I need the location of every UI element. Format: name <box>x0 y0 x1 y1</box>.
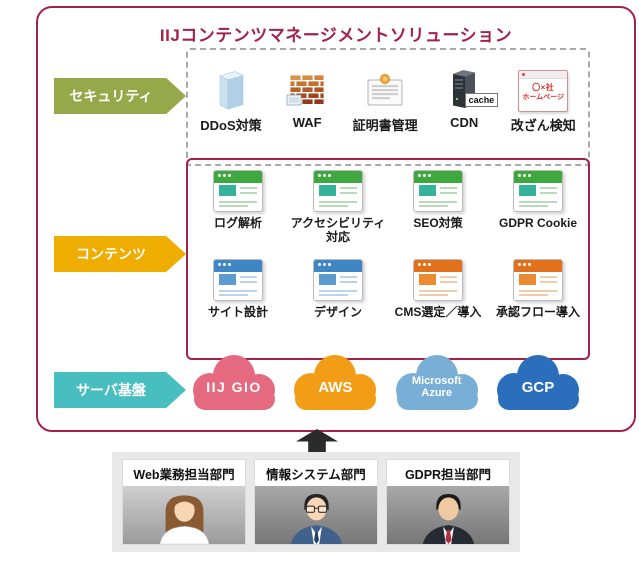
cloud-microsoft-azure: Microsoft Azure <box>389 350 485 414</box>
browser-title-bar <box>519 71 568 79</box>
security-item-cdn: cache CDN <box>442 62 499 130</box>
tampered-page-icon: 〇×社 ホームページ <box>518 62 569 112</box>
browser-window-icon <box>313 258 363 301</box>
security-row-banner: セキュリティ <box>54 78 186 114</box>
waf-brick-wall-icon <box>286 62 328 112</box>
cloud-icon <box>294 355 377 410</box>
contents-row-2: サイト設計 デザイン CMS選定／導入 <box>188 258 588 319</box>
cloud-aws: AWS <box>287 350 383 414</box>
contents-row-1: ログ解析 アクセシビリティ対応 SEO対策 <box>188 170 588 245</box>
browser-window-icon <box>413 258 463 301</box>
browser-window-icon <box>513 258 563 301</box>
cloud-gcp: GCP <box>490 350 586 414</box>
browser-title-bar <box>514 259 562 272</box>
department-card-it: 情報システム部門 <box>255 460 377 544</box>
cloud-label: IIJ GIO <box>206 379 262 396</box>
waf-brick-wall-icon-svg <box>286 74 325 106</box>
contents-item-gdpr-cookie: GDPR Cookie <box>490 170 586 245</box>
department-label: GDPR担当部門 <box>404 468 492 482</box>
security-item-waf: WAF <box>286 62 328 130</box>
cloud-icon <box>496 355 579 410</box>
browser-title-bar <box>314 171 362 183</box>
man-glasses-avatar-svg <box>290 494 342 544</box>
diagram-title: IIJコンテンツマネージメントソリューション <box>159 26 513 45</box>
security-item-label: DDoS対策 <box>200 118 262 133</box>
man-suit-avatar-svg <box>422 494 474 544</box>
certificate-icon <box>363 62 407 112</box>
contents-item-label: ログ解析 <box>213 216 262 230</box>
contents-item-log-analysis: ログ解析 <box>190 170 286 245</box>
departments-box: Web業務担当部門 情報システム部門 <box>112 452 520 552</box>
cloud-iij-gio: IIJ GIO <box>186 350 282 414</box>
woman-avatar-svg <box>159 495 209 544</box>
contents-item-design: デザイン <box>290 258 386 319</box>
server-row-banner: サーバ基盤 <box>54 372 186 408</box>
contents-item-label: CMS選定／導入 <box>394 304 482 319</box>
browser-title-bar <box>214 171 262 183</box>
certificate-icon-svg <box>367 74 403 106</box>
contents-item-site-design: サイト設計 <box>190 258 286 319</box>
browser-title-bar <box>314 259 362 272</box>
cloud-label: Microsoft Azure <box>411 374 462 399</box>
browser-window-icon <box>213 170 263 212</box>
contents-item-label: SEO対策 <box>413 216 463 230</box>
contents-item-approval-flow: 承認フロー導入 <box>490 258 586 319</box>
browser-title-bar <box>414 259 462 272</box>
ddos-box-icon <box>211 62 251 112</box>
cloud-label: AWS <box>318 378 353 396</box>
man-suit-avatar <box>387 486 509 544</box>
man-glasses-avatar <box>255 486 377 544</box>
security-item-label: 証明書管理 <box>352 118 418 133</box>
contents-row-banner: コンテンツ <box>54 236 186 272</box>
cache-badge: cache <box>464 93 499 107</box>
security-row-label: セキュリティ <box>69 88 153 104</box>
security-item-certificate: 証明書管理 <box>353 62 418 134</box>
server-row-label: サーバ基盤 <box>76 382 146 398</box>
woman-avatar <box>123 486 245 544</box>
security-items-box: DDoS対策 <box>186 48 590 166</box>
cloud-icon <box>193 355 275 410</box>
department-card-web: Web業務担当部門 <box>123 460 245 544</box>
security-item-label: WAF <box>292 115 322 130</box>
tampered-page-text-line2: ホームページ <box>522 93 565 101</box>
ddos-box-icon-svg <box>219 71 244 110</box>
browser-window-icon <box>213 258 263 301</box>
contents-item-label: 承認フロー導入 <box>495 304 580 319</box>
contents-row-label: コンテンツ <box>76 246 146 262</box>
department-card-gdpr: GDPR担当部門 <box>387 460 509 544</box>
contents-item-label: サイト設計 <box>207 304 268 319</box>
browser-window-icon <box>413 170 463 212</box>
department-label: Web業務担当部門 <box>133 468 235 482</box>
tampered-page-window: 〇×社 ホームページ <box>518 70 569 112</box>
cdn-server-icon: cache <box>442 62 499 112</box>
cloud-label: GCP <box>521 378 555 396</box>
browser-title-bar <box>214 259 262 272</box>
browser-window-icon <box>313 170 363 212</box>
solution-frame: IIJコンテンツマネージメントソリューション セキュリティ コンテンツ サーバ基… <box>36 6 636 432</box>
contents-item-seo: SEO対策 <box>390 170 486 245</box>
contents-item-label: GDPR Cookie <box>498 216 577 230</box>
security-item-label: CDN <box>450 115 479 130</box>
security-item-tamper-detection: 〇×社 ホームページ 改ざん検知 <box>511 62 576 134</box>
security-item-ddos: DDoS対策 <box>200 62 262 134</box>
contents-item-accessibility: アクセシビリティ対応 <box>290 170 386 245</box>
contents-item-label: デザイン <box>313 304 362 319</box>
contents-item-label: アクセシビリティ対応 <box>290 216 386 245</box>
department-label: 情報システム部門 <box>266 468 366 482</box>
security-item-label: 改ざん検知 <box>510 118 576 133</box>
browser-title-bar <box>414 171 462 183</box>
browser-title-bar <box>514 171 562 183</box>
browser-window-icon <box>513 170 563 212</box>
server-clouds-row: IIJ GIO AWS Microsoft <box>186 350 586 414</box>
tampered-page-text-line1: 〇×社 <box>532 83 555 92</box>
cloud-icon <box>395 355 478 410</box>
contents-items-box: ログ解析 アクセシビリティ対応 SEO対策 <box>186 158 590 360</box>
contents-item-cms-selection: CMS選定／導入 <box>390 258 486 319</box>
